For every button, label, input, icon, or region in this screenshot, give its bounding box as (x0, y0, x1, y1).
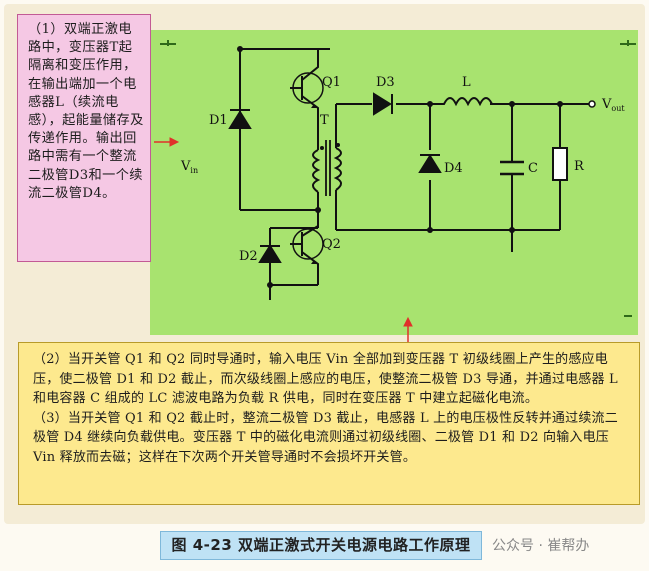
circuit-corner-markers (160, 40, 636, 317)
watermark: 公众号 · 崔帮办 (492, 538, 590, 554)
junction-dots (237, 46, 563, 288)
label-d2: D2 (239, 249, 258, 264)
label-vout: Vout (601, 97, 625, 113)
label-q2: Q2 (322, 237, 341, 252)
diode-d2 (258, 244, 282, 263)
inductor-l (430, 97, 494, 107)
label-q1: Q1 (322, 75, 341, 90)
circuit-background (150, 30, 638, 335)
capacitor-c (500, 160, 524, 176)
transformer-secondary-coil (333, 147, 342, 191)
diode-d1 (228, 110, 252, 129)
label-l: L (462, 75, 471, 90)
note-transformer-intro: （1）双端正激电路中，变压器T起隔离和变压作用，在输出端加一个电感器L（续流电感… (17, 14, 151, 262)
label-r: R (574, 159, 585, 174)
diodes (228, 92, 442, 263)
transistor-q1 (292, 72, 324, 104)
transistor-q2 (292, 228, 324, 260)
diode-d4 (418, 154, 442, 173)
label-d1: D1 (209, 113, 228, 128)
label-d4: D4 (444, 161, 463, 176)
label-t: T (320, 113, 329, 128)
note-paragraph-off-state: （3）当开关管 Q1 和 Q2 截止时，整流二极管 D3 截止，电感器 L 上的… (33, 410, 618, 465)
resistor-r (552, 147, 568, 181)
note-operation: （2）当开关管 Q1 和 Q2 同时导通时，输入电压 Vin 全部加到变压器 T… (18, 342, 640, 505)
circuit-wires (239, 48, 590, 300)
q2-emitter-arrow (311, 260, 318, 264)
callout-arrows (154, 137, 413, 344)
q1-emitter-arrow (311, 104, 318, 108)
transformer-primary-coil (312, 149, 321, 193)
diode-d3 (373, 92, 392, 116)
transformer-core (325, 140, 331, 196)
vout-terminal (588, 100, 596, 108)
label-d3: D3 (376, 75, 395, 90)
label-vin: Vin (180, 159, 198, 175)
figure-caption: 图 4-23 双端正激式开关电源电路工作原理 (160, 531, 482, 560)
label-c: C (528, 161, 538, 176)
note-paragraph-on-state: （2）当开关管 Q1 和 Q2 同时导通时，输入电压 Vin 全部加到变压器 T… (33, 352, 618, 407)
